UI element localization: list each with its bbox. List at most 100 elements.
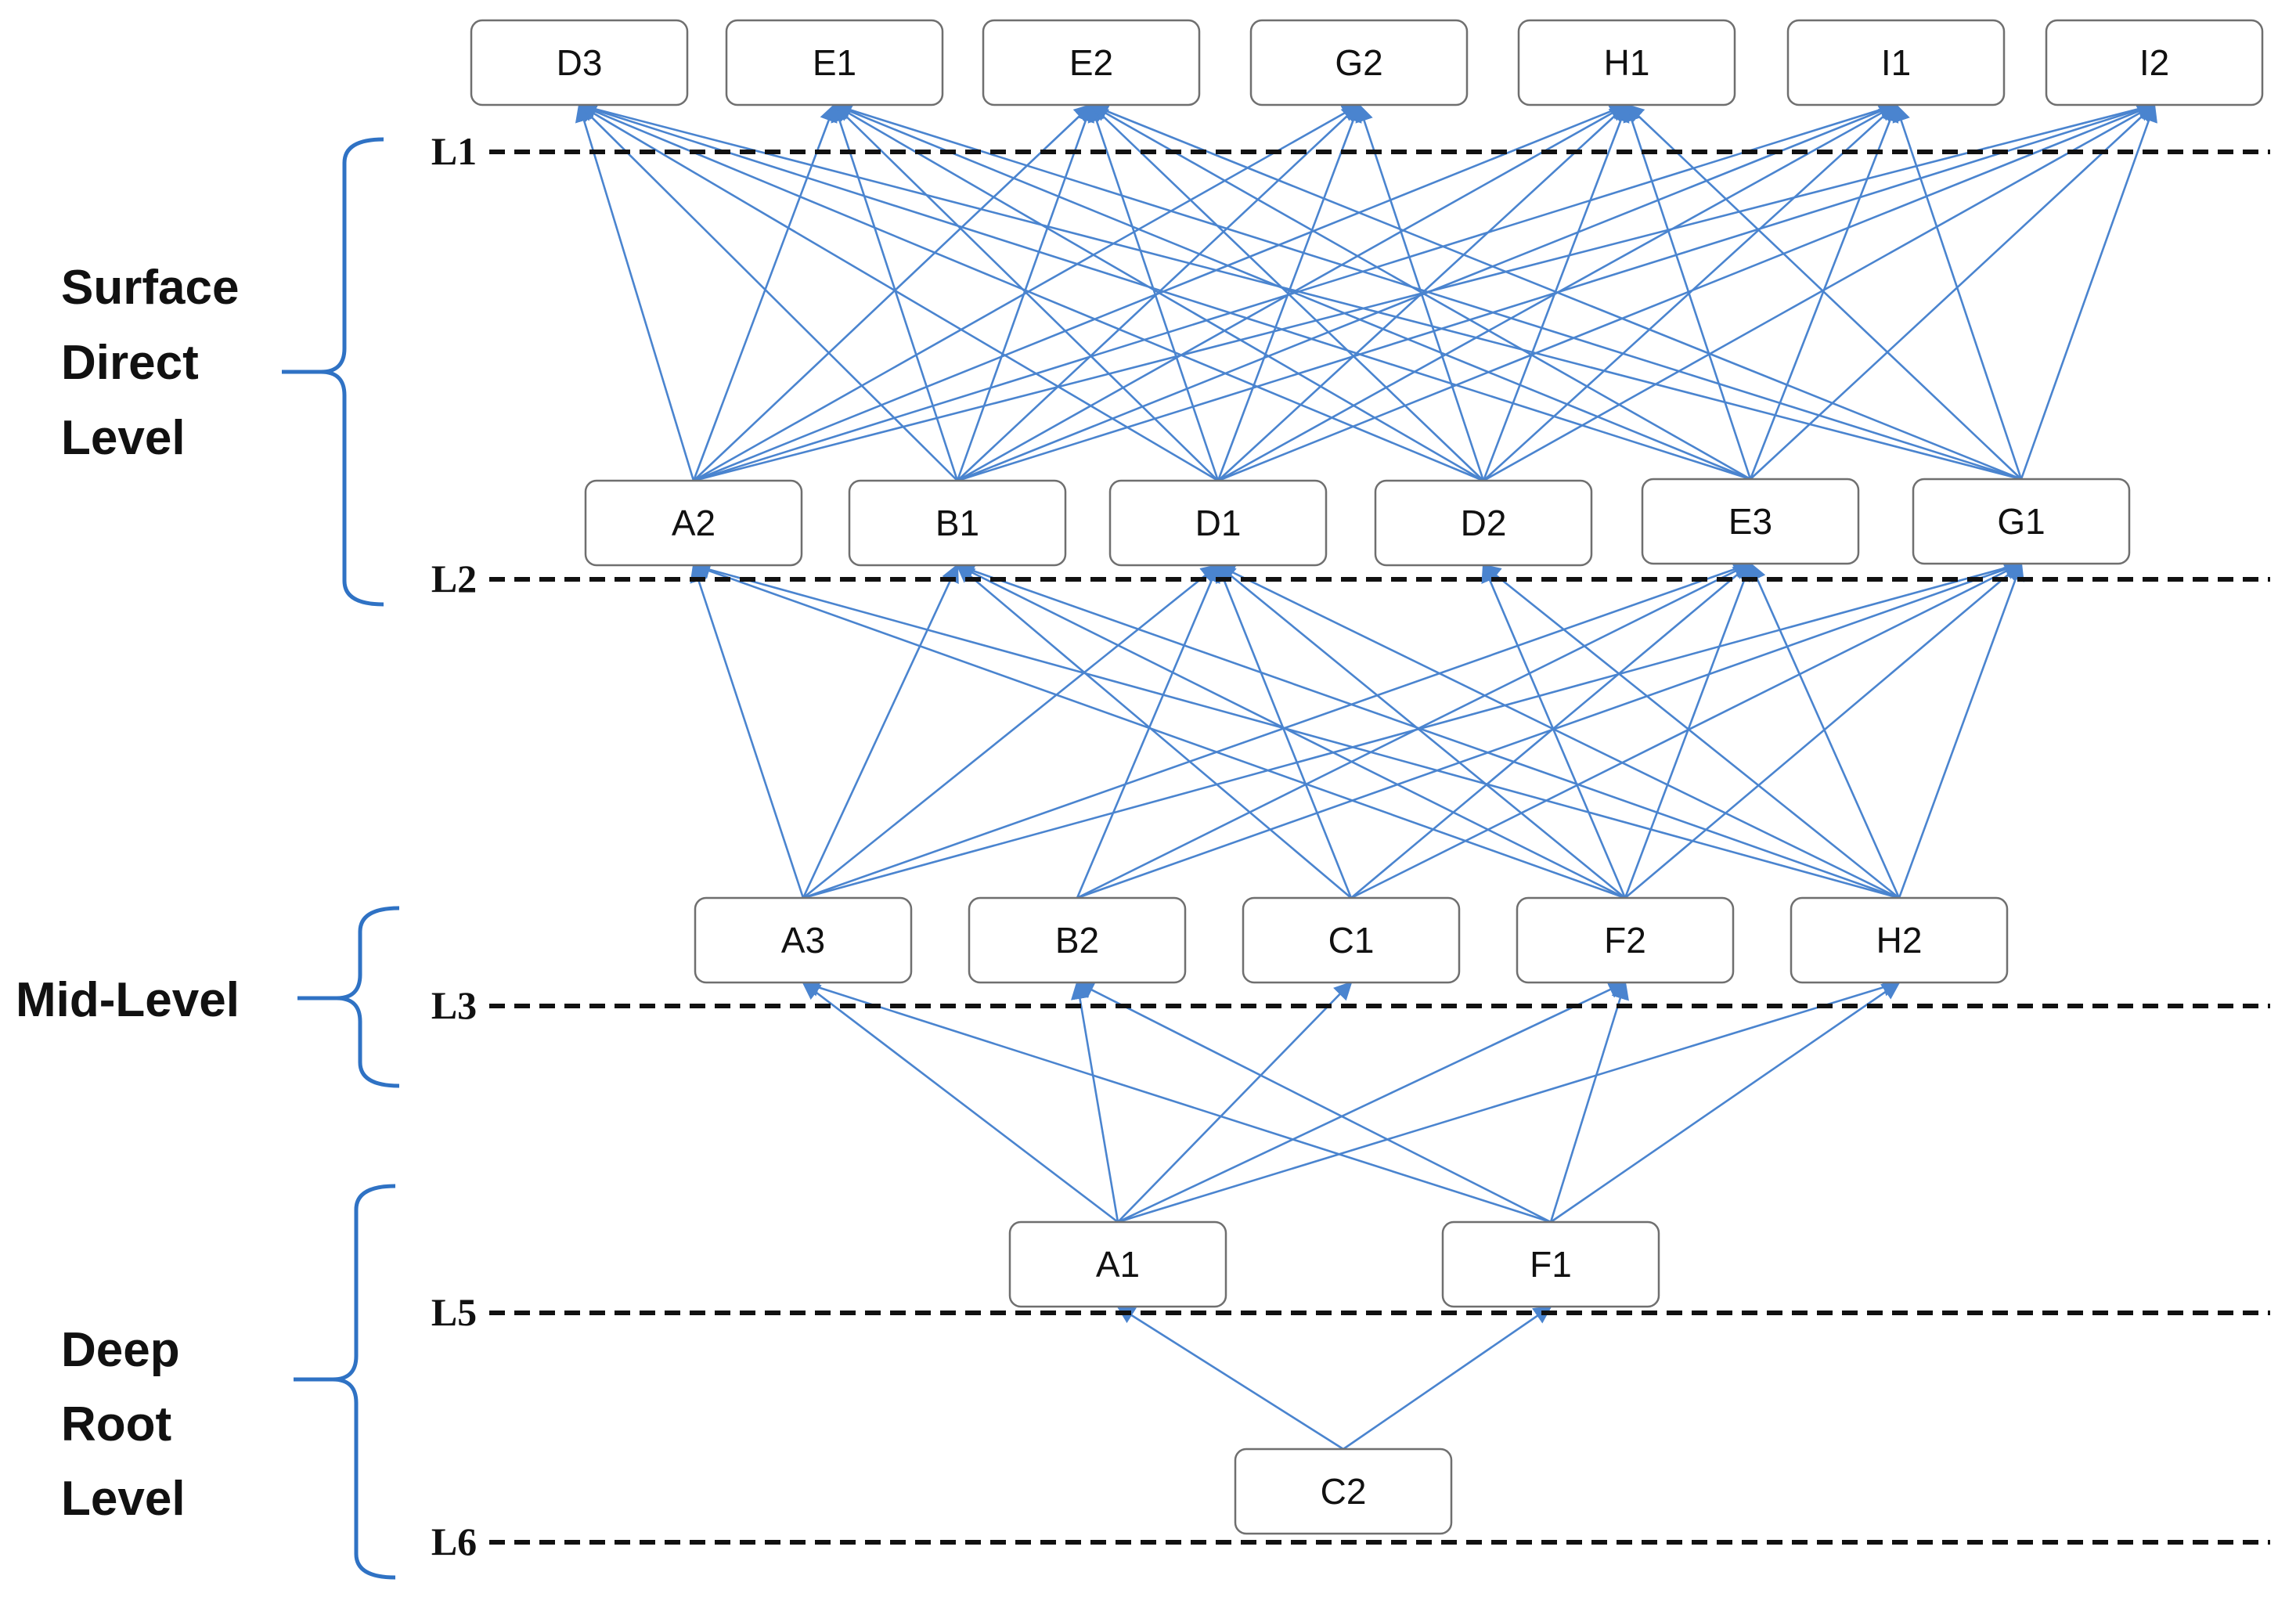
edge-f2-to-b1 — [955, 564, 1626, 900]
edge-c2-to-a1 — [1116, 1305, 1344, 1451]
level-label-l1: L1 — [431, 129, 477, 173]
brace-deep — [332, 1184, 396, 1580]
node-a3: A3 — [694, 896, 913, 984]
node-box-c1 — [1242, 896, 1461, 984]
edge-a1-to-f2 — [1117, 981, 1627, 1224]
node-c2: C2 — [1234, 1448, 1453, 1535]
edge-f1-to-b2 — [1075, 981, 1552, 1224]
node-label-e1: E1 — [813, 42, 856, 83]
edge-h2-to-a2 — [691, 561, 1900, 900]
edge-e3-to-e1 — [832, 103, 1751, 481]
edge-c1-to-b1 — [956, 564, 1352, 899]
node-label-g2: G2 — [1335, 42, 1382, 83]
node-box-e2 — [982, 19, 1201, 106]
node-label-e3: E3 — [1728, 501, 1772, 542]
node-label-b2: B2 — [1055, 920, 1099, 961]
edge-g1-to-h1 — [1625, 103, 2022, 480]
node-label-d3: D3 — [557, 42, 603, 83]
node-g1: G1 — [1912, 478, 2131, 565]
brace-mid — [336, 906, 400, 1088]
node-label-d1: D1 — [1195, 503, 1242, 543]
node-box-h1 — [1517, 19, 1736, 106]
node-c1: C1 — [1242, 896, 1461, 984]
level-label-l5: L5 — [431, 1290, 477, 1334]
node-i1: I1 — [1786, 19, 2006, 106]
edge-a3-to-a2 — [690, 563, 805, 899]
node-box-i2 — [2045, 19, 2264, 106]
edge-e3-to-d3 — [577, 101, 1751, 481]
edge-a2-to-e1 — [692, 103, 838, 481]
edge-g1-to-e1 — [832, 101, 2022, 481]
node-f1: F1 — [1441, 1220, 1660, 1308]
edge-d2-to-d3 — [577, 103, 1484, 482]
node-label-a3: A3 — [781, 920, 825, 961]
group-label-surface-line-1: Surface — [61, 261, 239, 315]
node-box-e1 — [725, 19, 944, 106]
edge-c1-to-e3 — [1350, 562, 1752, 899]
node-h1: H1 — [1517, 19, 1736, 106]
node-label-i2: I2 — [2139, 42, 2169, 83]
node-i2: I2 — [2045, 19, 2264, 106]
edge-g1-to-i2 — [2020, 103, 2157, 480]
node-label-h1: H1 — [1604, 42, 1650, 83]
node-box-a3 — [694, 896, 913, 984]
node-e2: E2 — [982, 19, 1201, 106]
node-h2: H2 — [1790, 896, 2009, 984]
edge-f1-to-a3 — [801, 979, 1552, 1224]
node-label-a1: A1 — [1096, 1244, 1140, 1285]
edge-g1-to-e2 — [1089, 103, 2022, 481]
edge-a3-to-d1 — [802, 564, 1220, 900]
node-label-h2: H2 — [1876, 920, 1923, 961]
edge-a1-to-c1 — [1117, 981, 1353, 1223]
node-label-f2: F2 — [1604, 920, 1646, 961]
node-e3: E3 — [1641, 478, 1860, 565]
edge-c2-to-f1 — [1343, 1305, 1552, 1451]
edge-b2-to-d1 — [1076, 563, 1220, 899]
level-label-l3: L3 — [431, 983, 477, 1027]
node-d3: D3 — [470, 19, 689, 106]
node-box-h2 — [1790, 896, 2009, 984]
edge-h2-to-d1 — [1216, 564, 1900, 900]
group-label-surface-line-2: Direct — [61, 336, 199, 390]
node-box-d1 — [1108, 479, 1328, 567]
node-d2: D2 — [1374, 479, 1593, 567]
node-label-i1: I1 — [1881, 42, 1911, 83]
node-label-c1: C1 — [1328, 920, 1375, 961]
edges-layer — [575, 99, 2157, 1451]
node-box-b2 — [968, 896, 1187, 984]
node-box-d3 — [470, 19, 689, 106]
edge-h2-to-g1 — [1898, 561, 2024, 899]
node-a1: A1 — [1008, 1220, 1227, 1308]
edge-d1-to-e2 — [1087, 103, 1220, 481]
node-e1: E1 — [725, 19, 944, 106]
node-box-i1 — [1786, 19, 2006, 106]
edge-c1-to-d1 — [1215, 563, 1353, 899]
node-box-c2 — [1234, 1448, 1453, 1535]
edge-d2-to-i2 — [1483, 103, 2157, 482]
group-label-deep-line-3: Level — [61, 1472, 186, 1526]
node-box-g1 — [1912, 478, 2131, 565]
edge-e3-to-e2 — [1089, 103, 1751, 481]
group-label-mid-line-1: Mid-Level — [16, 973, 240, 1027]
node-g2: G2 — [1249, 19, 1469, 106]
edge-h2-to-b1 — [955, 561, 1900, 900]
edge-b1-to-d3 — [578, 103, 958, 481]
edge-d1-to-d3 — [577, 103, 1219, 482]
edge-c1-to-g1 — [1350, 562, 2024, 900]
node-label-f1: F1 — [1530, 1244, 1572, 1285]
edge-d2-to-e1 — [832, 103, 1484, 482]
edge-a1-to-b2 — [1070, 980, 1119, 1223]
edge-f2-to-a2 — [691, 562, 1626, 900]
node-box-f1 — [1441, 1220, 1660, 1308]
edge-f2-to-d1 — [1216, 564, 1626, 900]
edge-a2-to-e2 — [693, 103, 1093, 481]
edge-b1-to-e1 — [831, 103, 959, 481]
edge-b2-to-e3 — [1076, 562, 1753, 900]
node-label-a2: A2 — [672, 503, 715, 543]
node-f2: F2 — [1516, 896, 1735, 984]
